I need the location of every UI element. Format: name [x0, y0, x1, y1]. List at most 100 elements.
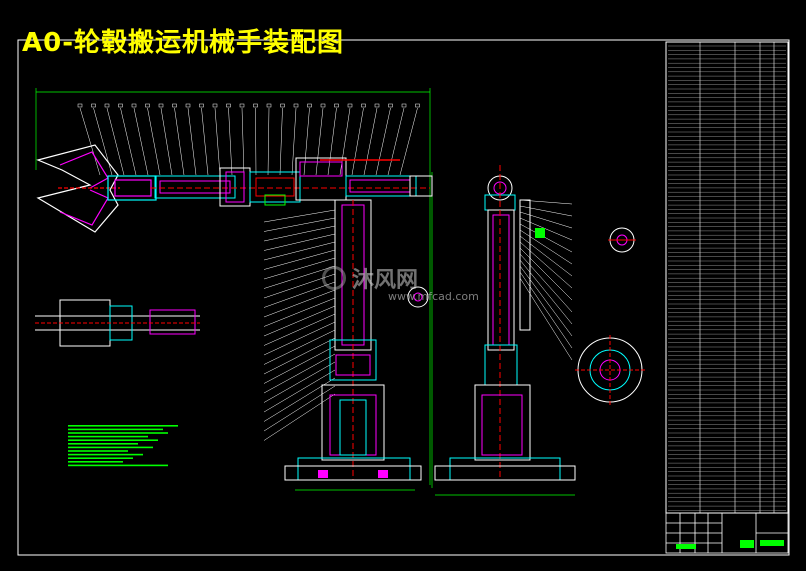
leader-line — [133, 107, 149, 176]
leader-tag — [226, 103, 231, 108]
note-line — [68, 439, 158, 441]
vertical-column-front — [284, 199, 422, 481]
leader-tag — [388, 103, 393, 108]
leader-tag — [77, 103, 83, 108]
note-line — [68, 428, 163, 431]
title-block — [665, 512, 789, 554]
leader-tag — [158, 103, 164, 108]
watermark-logo-icon — [322, 266, 346, 290]
leader-tag — [172, 103, 177, 108]
leader-line — [263, 385, 336, 432]
leader-line — [267, 107, 270, 176]
note-line — [68, 461, 123, 463]
leader-tag — [320, 103, 326, 108]
leader-line — [263, 289, 336, 318]
sheet-border — [17, 39, 790, 556]
leader-lines-left — [263, 199, 573, 441]
leader-tag — [374, 103, 380, 108]
leader-line — [363, 107, 378, 176]
vertical-column-side — [434, 165, 576, 481]
note-line — [68, 432, 168, 434]
drawing-title: A0-轮毂搬运机械手装配图 — [22, 28, 345, 58]
horizontal-arm — [150, 157, 433, 207]
leader-tag — [212, 103, 218, 108]
leader-line — [263, 345, 336, 384]
note-line — [68, 425, 178, 427]
leader-line — [160, 107, 173, 176]
leader-line — [519, 211, 573, 229]
leader-line — [263, 257, 336, 280]
leader-line — [263, 337, 336, 375]
leader-line — [279, 107, 283, 176]
leader-line — [241, 107, 245, 176]
leader-line — [255, 107, 257, 176]
leader-line — [263, 393, 336, 441]
leader-line — [327, 107, 337, 176]
leader-line — [519, 223, 573, 253]
note-line — [68, 464, 168, 467]
leader-tag — [199, 103, 204, 108]
leader-line — [399, 107, 418, 176]
leader-tag — [185, 103, 191, 108]
note-line — [68, 450, 128, 452]
leader-line — [519, 235, 573, 277]
leader-line — [263, 281, 336, 308]
note-line — [68, 453, 143, 456]
leader-line — [519, 277, 573, 361]
leader-line — [263, 241, 336, 261]
leader-line — [375, 107, 391, 176]
gripper-assembly — [36, 144, 157, 233]
leader-tag — [104, 103, 110, 108]
leader-lines-top — [77, 103, 420, 176]
leader-line — [263, 233, 336, 251]
leader-tag — [415, 103, 420, 108]
leader-line — [519, 265, 573, 337]
leader-line — [519, 253, 573, 313]
dimension-lines — [35, 88, 575, 496]
leader-line — [263, 225, 336, 242]
leader-line — [263, 313, 336, 346]
leader-line — [263, 249, 336, 270]
leader-line — [174, 107, 185, 176]
leader-tag — [347, 103, 353, 108]
leader-line — [263, 369, 336, 413]
leader-line — [201, 107, 209, 176]
watermark-brand: 沐风网 — [352, 268, 419, 293]
leader-line — [228, 107, 233, 176]
leader-line — [519, 199, 573, 205]
leader-line — [263, 329, 336, 365]
detail-views — [407, 227, 645, 405]
leader-tag — [266, 103, 272, 108]
note-line — [68, 457, 133, 459]
auxiliary-view — [35, 299, 200, 347]
leader-line — [519, 241, 573, 289]
note-line — [68, 435, 148, 438]
leader-line — [291, 107, 297, 176]
leader-line — [147, 107, 161, 176]
leader-line — [106, 107, 125, 176]
leader-tag — [361, 103, 366, 108]
leader-tag — [118, 103, 123, 108]
watermark-url: www.mfcad.com — [388, 290, 479, 303]
leader-line — [519, 247, 573, 301]
leader-line — [351, 107, 364, 176]
leader-line — [79, 107, 101, 176]
leader-line — [214, 107, 221, 176]
leader-line — [315, 107, 324, 176]
leader-tag — [239, 103, 245, 108]
leader-line — [187, 107, 197, 176]
leader-line — [263, 209, 336, 223]
parts-list-table — [665, 41, 789, 514]
leader-line — [263, 297, 336, 327]
leader-tag — [253, 103, 258, 108]
leader-line — [263, 321, 336, 356]
watermark: 沐风网 — [322, 262, 418, 294]
leader-tag — [307, 103, 312, 108]
leader-line — [263, 353, 336, 394]
leader-line — [519, 271, 573, 349]
technical-notes — [68, 425, 178, 467]
leader-line — [93, 107, 113, 176]
leader-line — [519, 217, 573, 241]
leader-line — [387, 107, 405, 176]
leader-tag — [91, 103, 96, 108]
